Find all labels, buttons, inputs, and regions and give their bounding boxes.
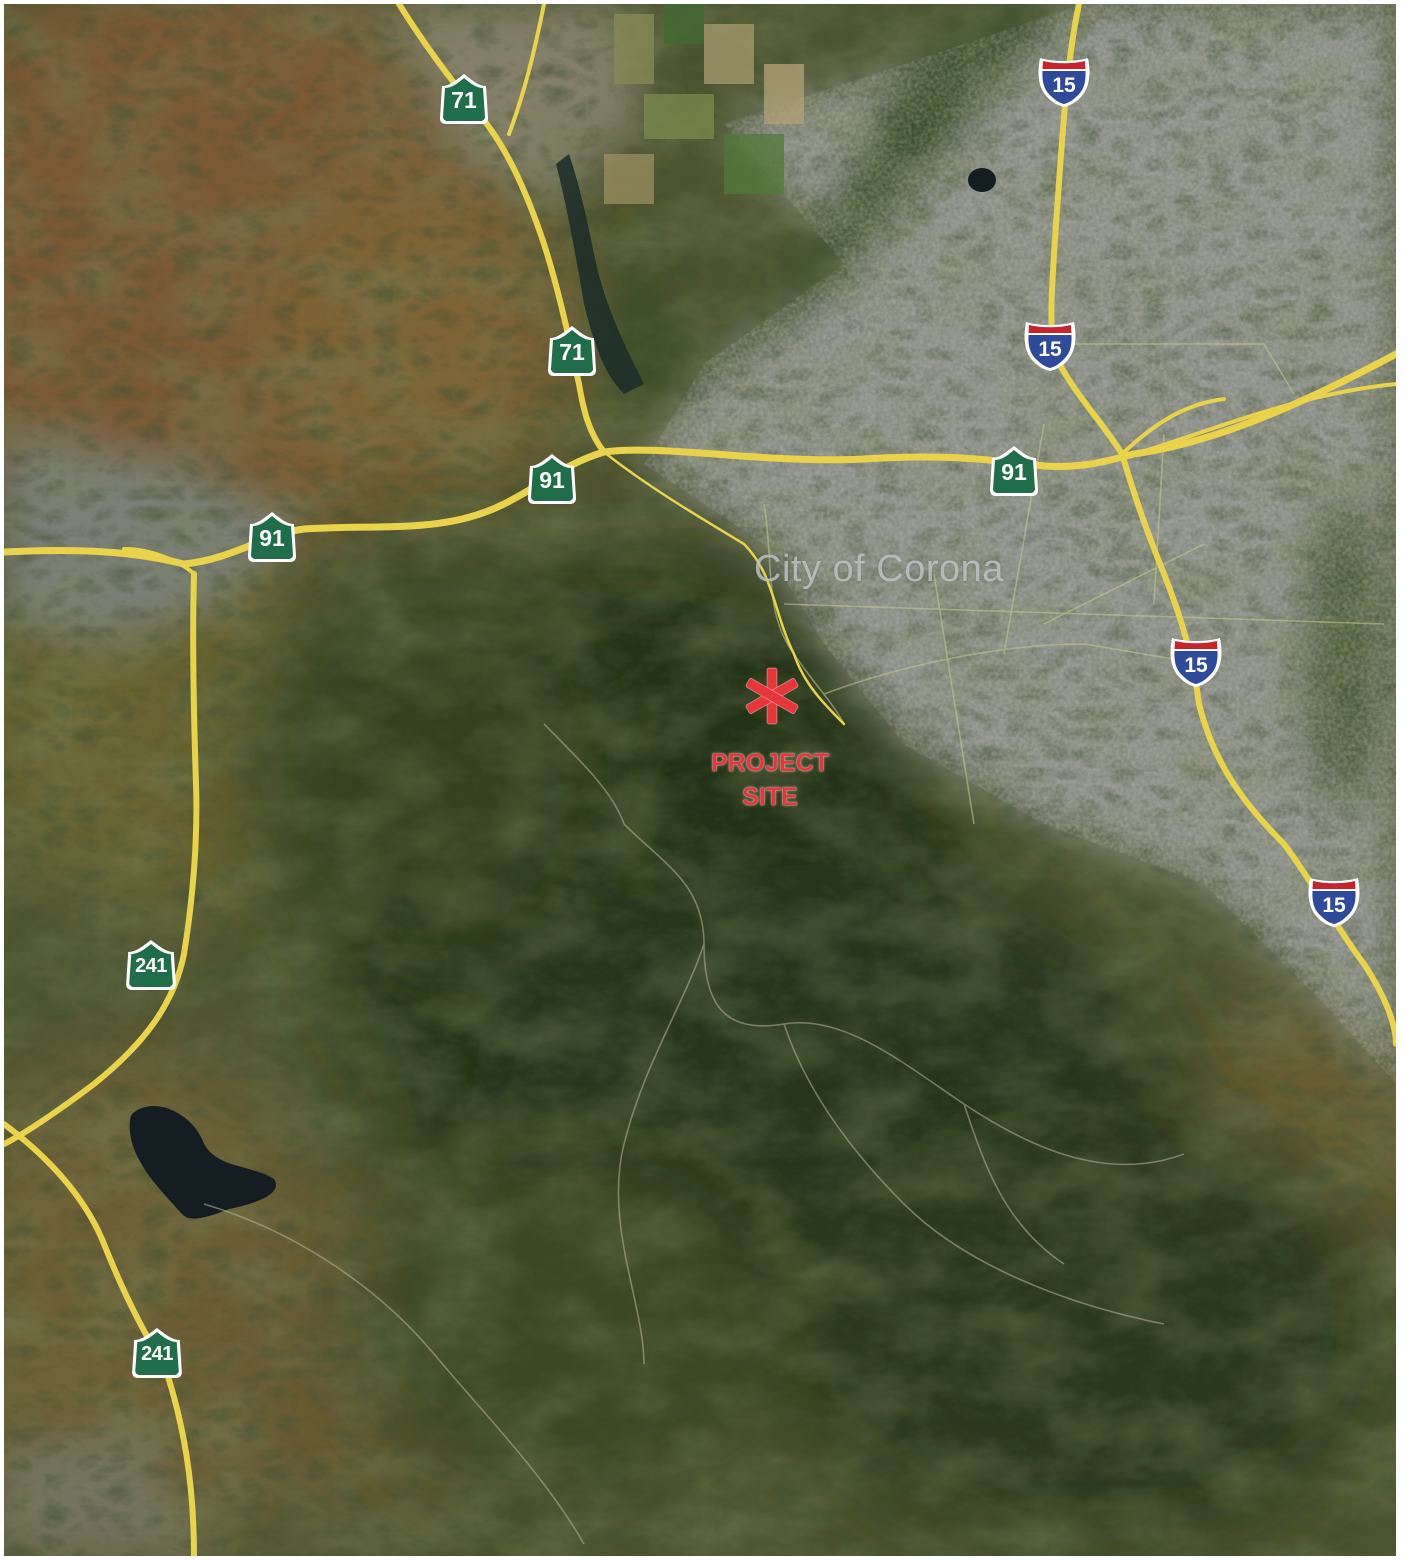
sr91-shield-number: 91 xyxy=(1001,459,1027,485)
state-route-shield-icon xyxy=(126,940,176,990)
i15-shield: 15 xyxy=(1022,318,1078,372)
project-site-label-line2: SITE xyxy=(742,783,798,811)
state-route-shield-icon xyxy=(440,74,488,124)
street-grid xyxy=(763,343,1385,825)
canyon-trails xyxy=(203,723,1185,1545)
sr71-shield: 71 xyxy=(436,72,492,126)
state-route-shield-icon xyxy=(248,512,296,562)
i15-shield: 15 xyxy=(1306,874,1362,928)
aerial-map: 71 71 91 91 91 241 xyxy=(4,4,1396,1556)
project-site-label: PROJECT SITE xyxy=(692,746,848,814)
project-site-label-line1: PROJECT xyxy=(710,749,830,777)
interstate-shield-icon xyxy=(1308,878,1360,927)
farmland xyxy=(604,4,804,204)
sr241-shield: 241 xyxy=(122,938,180,992)
interstate-shield-icon xyxy=(1024,322,1076,371)
sr241-shield-number: 241 xyxy=(141,1343,173,1365)
interstate-shield-icon xyxy=(1038,58,1090,107)
state-route-shield-icon xyxy=(548,326,596,376)
prado-basin xyxy=(556,154,644,394)
i15-shield-number: 15 xyxy=(1052,74,1076,97)
i15-shield-number: 15 xyxy=(1322,894,1346,917)
highways xyxy=(4,4,1396,1556)
aerial-imagery xyxy=(4,4,1396,1556)
sr91-shield-number: 91 xyxy=(259,525,285,551)
sr71-shield-number: 71 xyxy=(559,339,585,365)
i15-shield-number: 15 xyxy=(1038,338,1062,361)
sr241-shield-number: 241 xyxy=(135,955,167,977)
sr91-shield: 91 xyxy=(524,452,580,506)
i15-shield-number: 15 xyxy=(1184,654,1208,677)
sr91-shield-number: 91 xyxy=(539,467,565,493)
state-route-shield-icon xyxy=(132,1328,182,1378)
sr71-shield: 71 xyxy=(544,324,600,378)
small-lake xyxy=(968,168,996,192)
asterisk-marker-icon xyxy=(745,667,799,725)
state-route-shield-icon xyxy=(990,446,1038,496)
state-route-shield-icon xyxy=(528,454,576,504)
i15-shield: 15 xyxy=(1036,54,1092,108)
interstate-shield-icon xyxy=(1170,638,1222,687)
sr241-shield: 241 xyxy=(128,1326,186,1380)
city-label: City of Corona xyxy=(754,548,1004,590)
sr91-shield: 91 xyxy=(986,444,1042,498)
sr71-shield-number: 71 xyxy=(451,87,477,113)
irvine-lake xyxy=(129,1105,276,1219)
i15-shield: 15 xyxy=(1168,634,1224,688)
sr91-shield: 91 xyxy=(244,510,300,564)
